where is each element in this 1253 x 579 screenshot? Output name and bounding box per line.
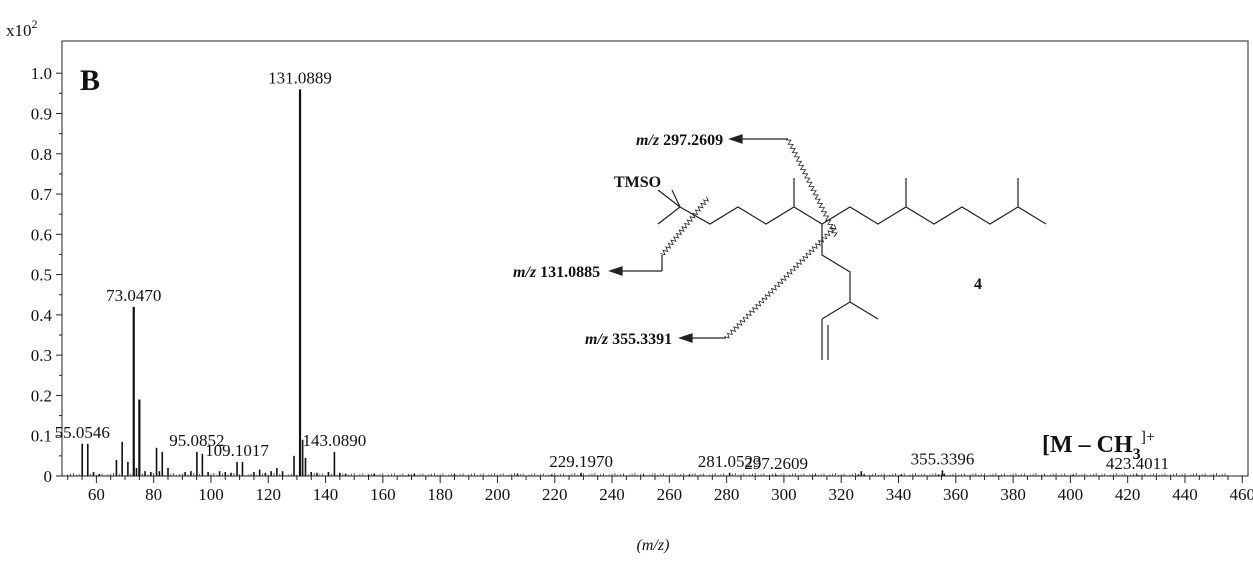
ion-label-sup: ]+ [1141, 429, 1155, 446]
y-multiplier-exp: 2 [32, 17, 38, 31]
peak-label: 55.0546 [55, 423, 110, 442]
y-tick-label: 0.8 [31, 145, 52, 164]
x-tick-label: 60 [88, 485, 105, 504]
compound-number: 4 [974, 276, 982, 293]
peak-label: 423.4011 [1106, 454, 1169, 473]
x-tick-label: 160 [370, 485, 396, 504]
y-tick-label: 0.2 [31, 386, 52, 405]
x-axis: 60 80 100 120 140 160 180 200 220 240 260 280 300 320… [67, 476, 1253, 504]
cleavage-wavy-line [785, 139, 838, 238]
y-multiplier: x102 [6, 17, 38, 40]
x-tick-label: 120 [256, 485, 282, 504]
x-tick-label: 280 [714, 485, 740, 504]
peak-label: 281.0523 [698, 452, 762, 471]
x-tick-label: 200 [485, 485, 511, 504]
chemical-structure [608, 134, 1047, 360]
plot-frame [61, 40, 1249, 477]
peak-label: 355.3396 [911, 449, 975, 468]
arrowhead [608, 266, 623, 276]
o-bond [671, 189, 681, 208]
peaks-group [67, 89, 1229, 476]
tmso-group-label: TMSO [614, 174, 661, 191]
y-tick-label: 0.1 [31, 427, 52, 446]
y-tick-label: 0.6 [31, 225, 52, 244]
x-axis-label: (m/z) [637, 537, 670, 554]
ion-label-sub: 3 [1133, 446, 1141, 463]
y-axis: 0 0.1 0.2 0.3 0.4 0.5 0.6 0.7 0.8 0.9 1.0 [31, 64, 62, 486]
x-tick-label: 260 [657, 485, 683, 504]
side-chain-bond [821, 301, 851, 320]
y-tick-label: 0.7 [31, 185, 53, 204]
arrowhead [678, 333, 693, 343]
peak-label: 95.0852 [169, 431, 224, 450]
ion-label-main: [M – CH [1042, 432, 1133, 458]
peak-label: 143.0890 [303, 431, 367, 450]
y-tick-label: 0.4 [31, 306, 53, 325]
y-tick-label: 0.5 [31, 266, 52, 285]
x-tick-label: 80 [145, 485, 162, 504]
x-tick-label: 420 [1115, 485, 1141, 504]
peak-label: 131.0889 [268, 68, 332, 87]
x-tick-label: 100 [198, 485, 224, 504]
x-tick-label: 360 [943, 485, 969, 504]
arrowhead [728, 134, 743, 144]
peak-label: 229.1970 [549, 452, 613, 471]
x-tick-label: 460 [1230, 485, 1253, 504]
y-tick-label: 1.0 [31, 64, 52, 83]
x-tick-label: 400 [1058, 485, 1084, 504]
y-multiplier-base: x10 [6, 21, 32, 40]
cleavage-wavy-line [660, 196, 710, 256]
y-tick-label: 0 [44, 467, 53, 486]
side-chain [821, 224, 879, 320]
x-tick-label: 240 [599, 485, 625, 504]
x-tick-label: 300 [771, 485, 797, 504]
methyl-branch [657, 206, 681, 225]
x-tick-label: 380 [1000, 485, 1026, 504]
panel-label: B [80, 64, 100, 97]
methyl-branch [657, 189, 681, 208]
cleavage-wavy-line [724, 224, 837, 339]
y-tick-label: 0.3 [31, 346, 52, 365]
x-tick-label: 320 [828, 485, 854, 504]
y-tick-label: 0.9 [31, 105, 52, 124]
x-tick-label: 180 [427, 485, 453, 504]
main-chain [679, 206, 1047, 225]
x-tick-label: 340 [886, 485, 912, 504]
peak-label: 297.2609 [744, 454, 808, 473]
x-tick-label: 140 [313, 485, 339, 504]
x-tick-label: 220 [542, 485, 568, 504]
peak-label: 73.0470 [106, 286, 161, 305]
peak-label: 109.1017 [205, 441, 269, 460]
ion-label: [M – CH3]+ [1042, 429, 1155, 463]
x-tick-label: 440 [1172, 485, 1198, 504]
